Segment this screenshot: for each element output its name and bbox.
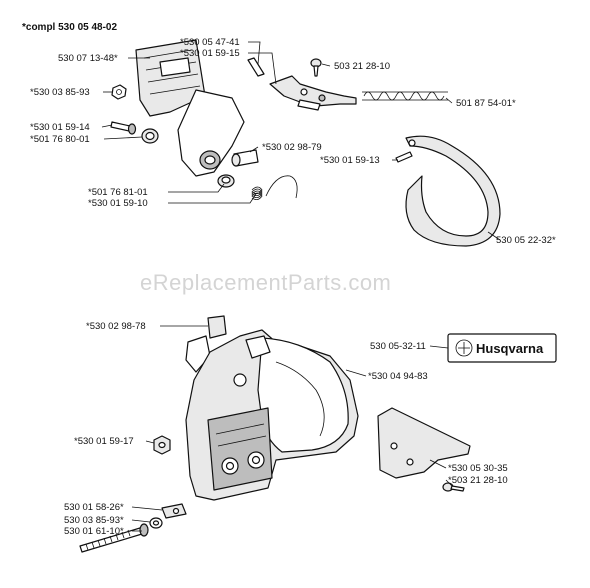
torsion-spring-part [251,175,298,200]
kit-label: *compl 530 05 48-02 [22,22,117,33]
part-label: *530 04 94-83 [368,371,428,382]
bushing-part [141,128,159,144]
part-label: 503 21 28-10 [334,61,390,72]
brake-lever-part [269,75,357,111]
small-pin-part [395,151,413,163]
plate-screw-part [442,482,465,492]
part-label: 530 05 22-32* [496,235,556,246]
chain-brake-handle-part [135,39,245,177]
pin-part [247,57,265,77]
tensioner-bracket-part [161,503,187,519]
part-label: *501 76 80-01 [30,134,90,145]
brake-spring-part [362,91,448,101]
part-label: 530 03 85-93* [64,515,124,526]
brake-band-part [405,135,501,247]
part-label: *503 21 28-10 [448,475,508,486]
part-label: *530 01 59-15 [180,48,240,59]
part-number-labels: 530 07 13-48* *530 03 85-93 *530 01 59-1… [30,37,556,537]
part-label: 501 87 54-01* [456,98,516,109]
guide-plate-part [377,407,471,479]
part-label: 530 07 13-48* [58,53,118,64]
part-label: *530 01 59-14 [30,122,90,133]
part-label: 530 05-32-11 [370,341,426,352]
washer-part [149,517,163,529]
screw-part [110,121,137,135]
part-label: 530 01 61-10* [64,526,124,537]
part-label: *530 02 98-78 [86,321,146,332]
part-label: *501 76 81-01 [88,187,148,198]
clutch-cover-part [185,329,359,501]
sleeve-part [231,149,259,167]
part-label: *530 05 47-41 [180,37,240,48]
nut-part [111,84,127,100]
part-label: *530 03 85-93 [30,87,90,98]
part-label: *530 01 59-17 [74,436,134,447]
husqvarna-logo-text: Husqvarna [476,341,544,356]
part-label: 530 01 58-26* [64,502,124,513]
watermark-text: eReplacementParts.com [140,270,391,295]
cup-washer-part [217,174,235,188]
leader-lines [101,41,501,532]
flange-nut-part [153,435,171,455]
clip-bracket-part [185,315,227,373]
part-label: *530 01 59-13 [320,155,380,166]
part-label: *530 01 59-10 [88,198,148,209]
part-label: *530 05 30-35 [448,463,508,474]
husqvarna-decal: Husqvarna [447,333,557,363]
part-label: *530 02 98-79 [262,142,322,153]
small-screw-part [310,58,322,77]
tensioner-screw-part [79,523,149,553]
